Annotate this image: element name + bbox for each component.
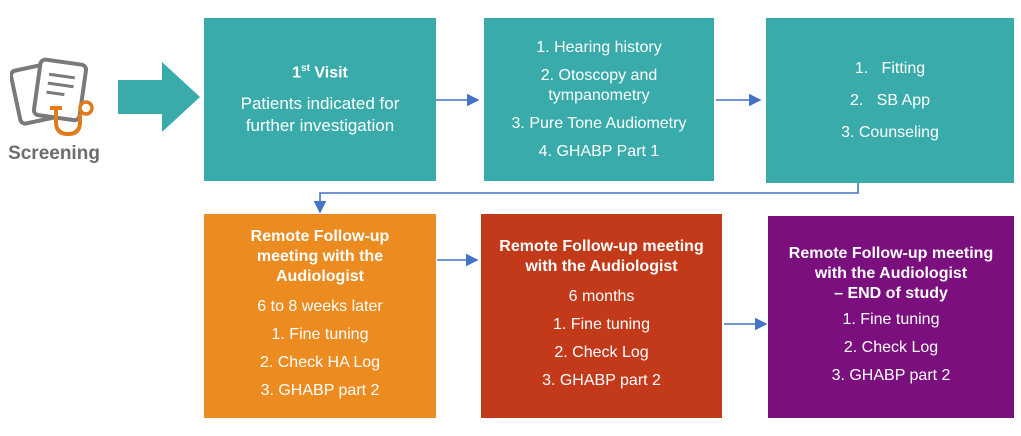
list-item: 3. Counseling	[841, 123, 939, 141]
list-item: 1. Fine tuning	[271, 326, 369, 343]
followup-2-title: Remote Follow-up meeting with the Audiol…	[499, 238, 704, 275]
list-item: 3. Pure Tone Audiometry	[511, 114, 687, 132]
list-item: 3. GHABP part 2	[542, 372, 661, 389]
first-visit-box: 1st Visit Patients indicated for further…	[204, 18, 436, 181]
list-item: 1. Fine tuning	[842, 311, 940, 328]
list-item: 1. Hearing history	[536, 38, 662, 56]
list-item: 2. Check Log	[843, 339, 939, 356]
list-item: 3. GHABP part 2	[831, 367, 951, 384]
list-item: 1. Fitting	[854, 59, 926, 77]
list-item: 2. Check HA Log	[259, 354, 381, 371]
first-visit-text: Patients indicated for further investiga…	[240, 94, 400, 135]
list-item: 2. Check Log	[554, 344, 649, 361]
list-item: 3. GHABP part 2	[260, 382, 380, 399]
followup-1-box: Remote Follow-up meeting with the Audiol…	[204, 214, 436, 418]
screening-arrow	[118, 62, 200, 132]
arrow-visit3-followup1	[313, 183, 859, 214]
screening-label: Screening	[8, 143, 100, 164]
followup-1-title: Remote Follow-up meeting with the Audiol…	[250, 228, 390, 285]
followup-3-title: Remote Follow-up meeting with the Audiol…	[788, 245, 994, 302]
list-item: 6 months	[568, 288, 635, 305]
list-item: 4. GHABP Part 1	[538, 142, 660, 160]
assessment-box: 1. Hearing history 2. Otoscopy and tympa…	[484, 18, 714, 181]
followup-3-box: Remote Follow-up meeting with the Audiol…	[768, 216, 1014, 418]
clipboard-stethoscope-icon	[10, 57, 94, 137]
followup-2-box: Remote Follow-up meeting with the Audiol…	[481, 214, 722, 418]
list-item: 1. Fine tuning	[553, 316, 650, 333]
first-visit-title: 1st Visit	[292, 63, 348, 82]
list-item: 2. Otoscopy and tympanometry	[540, 66, 658, 104]
list-item: 6 to 8 weeks later	[257, 298, 383, 315]
list-item: 2. SB App	[849, 91, 931, 109]
fitting-box: 1. Fitting 2. SB App 3. Counseling	[766, 18, 1014, 183]
